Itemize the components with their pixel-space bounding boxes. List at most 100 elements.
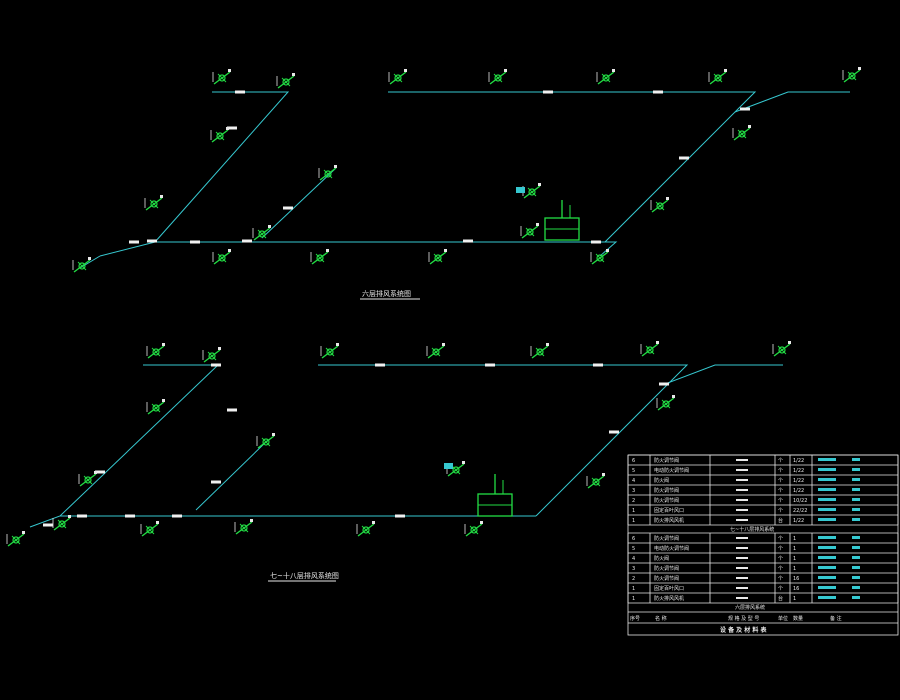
upper-row-no: 1 <box>632 508 635 514</box>
lower-row-name: 防火排风风机 <box>654 595 684 602</box>
damper-symbol <box>640 341 659 357</box>
damper-symbol <box>428 249 447 265</box>
lower-row-name: 电动防火调节阀 <box>654 545 689 552</box>
duct-size-tag <box>242 239 252 243</box>
table-header-name: 名 称 <box>655 615 667 622</box>
upper-row-no: 5 <box>632 468 635 474</box>
upper-duct-right-riser <box>734 91 850 113</box>
damper-symbol <box>520 223 539 239</box>
damper-symbol <box>210 127 229 143</box>
upper-row-qty: 1/22 <box>793 458 804 464</box>
duct-size-tag <box>227 126 237 130</box>
damper-symbol <box>708 69 727 85</box>
duct-size-tag <box>543 90 553 94</box>
damper-symbol <box>140 521 159 537</box>
damper-symbol <box>212 69 231 85</box>
upper-row-name: 防火调节阀 <box>654 457 679 464</box>
lower-duct-diagonal-stub <box>195 439 269 511</box>
table-header-no: 序号 <box>630 615 640 622</box>
duct-size-tag <box>485 363 495 367</box>
table-header-unit: 单位 <box>778 615 788 622</box>
damper-symbol <box>310 249 329 265</box>
damper-symbol <box>596 69 615 85</box>
lower-duct-left-branch <box>29 364 220 528</box>
table-section-lower: 六层排风系统 <box>735 604 765 611</box>
damper-symbol <box>318 165 337 181</box>
upper-row-qty: 1/22 <box>793 478 804 484</box>
damper-symbol <box>320 343 339 359</box>
upper-row-unit: 个 <box>778 488 783 494</box>
upper-duct-network <box>79 91 850 269</box>
damper-symbol <box>52 515 71 531</box>
lower-row-unit: 台 <box>778 595 783 602</box>
duct-size-tag <box>593 363 603 367</box>
damper-symbol <box>656 395 675 411</box>
damper-symbol <box>256 433 275 449</box>
duct-size-tag <box>125 514 135 518</box>
duct-size-tag <box>283 206 293 210</box>
lower-row-unit: 个 <box>778 566 783 572</box>
duct-size-tag <box>211 480 221 484</box>
equipment-symbols <box>6 67 861 547</box>
lower-row-unit: 个 <box>778 546 783 552</box>
upper-row-name: 防火阀 <box>654 477 669 484</box>
upper-row-unit: 个 <box>778 458 783 464</box>
upper-row-name: 防火调节阀 <box>654 487 679 494</box>
lower-system-caption: 七~十八层排风系统图 <box>270 571 339 580</box>
upper-row-name: 防火调节阀 <box>654 497 679 504</box>
duct-size-tags <box>43 90 750 527</box>
upper-row-qty: 10/22 <box>793 498 807 504</box>
lower-row-unit: 个 <box>778 556 783 562</box>
upper-row-unit: 个 <box>778 478 783 484</box>
lower-row-name: 防火调节阀 <box>654 575 679 582</box>
damper-symbol <box>356 521 375 537</box>
duct-size-tag <box>653 90 663 94</box>
damper-symbol <box>488 69 507 85</box>
upper-row-no: 2 <box>632 498 635 504</box>
upper-row-unit: 个 <box>778 508 783 514</box>
duct-size-tag <box>375 363 385 367</box>
lower-row-qty: 1 <box>793 536 796 542</box>
duct-size-tag <box>235 90 245 94</box>
lower-row-no: 2 <box>632 576 635 582</box>
damper-symbol <box>772 341 791 357</box>
duct-size-tag <box>129 240 139 244</box>
upper-row-unit: 台 <box>778 517 783 524</box>
damper-symbol <box>426 343 445 359</box>
duct-size-tag <box>395 514 405 518</box>
upper-duct-main-bottom <box>155 241 618 257</box>
duct-size-tag <box>609 430 619 434</box>
duct-size-tag <box>227 408 237 412</box>
upper-exhaust-fan <box>516 187 580 241</box>
lower-row-no: 3 <box>632 566 635 572</box>
table-section-upper: 七~十八层排风系统 <box>730 526 774 533</box>
upper-row-no: 4 <box>632 478 635 484</box>
lower-row-no: 1 <box>632 596 635 602</box>
lower-row-name: 防火调节阀 <box>654 565 679 572</box>
table-header-remark: 备 注 <box>830 615 842 622</box>
lower-duct-top-run <box>318 364 689 517</box>
lower-row-no: 5 <box>632 546 635 552</box>
damper-symbol <box>72 257 91 273</box>
upper-row-name: 固定百叶风口 <box>654 507 684 514</box>
lower-row-unit: 个 <box>778 536 783 542</box>
lower-row-qty: 16 <box>793 576 799 582</box>
lower-row-no: 6 <box>632 536 635 542</box>
damper-symbol <box>276 73 295 89</box>
lower-duct-right-riser <box>664 364 783 385</box>
duct-size-tag <box>95 470 105 474</box>
damper-symbol <box>586 473 605 489</box>
damper-symbol <box>212 249 231 265</box>
lower-exhaust-fan <box>444 463 513 517</box>
damper-symbol <box>842 67 861 83</box>
lower-row-no: 4 <box>632 556 635 562</box>
table-header-qty: 数量 <box>793 615 803 622</box>
table-header-spec: 规 格 及 型 号 <box>728 615 759 622</box>
lower-row-name: 防火阀 <box>654 555 669 562</box>
lower-row-no: 1 <box>632 586 635 592</box>
duct-size-tag <box>147 239 157 243</box>
damper-symbol <box>202 347 221 363</box>
upper-row-qty: 1/22 <box>793 518 804 524</box>
